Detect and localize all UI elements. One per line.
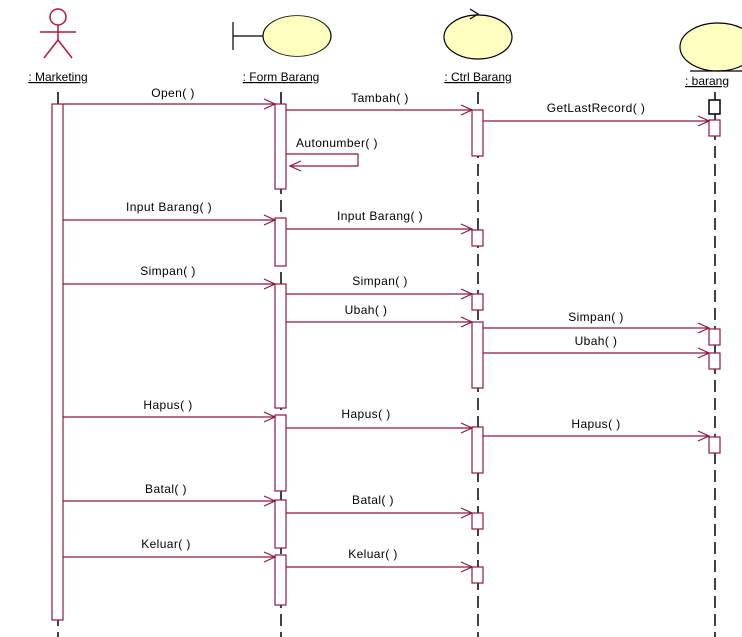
- message-label: Batal( ): [145, 482, 187, 496]
- arrowhead: [697, 430, 711, 442]
- activation-box: [274, 414, 287, 492]
- message-label: Ubah( ): [345, 303, 388, 317]
- message-label: Tambah( ): [351, 91, 409, 105]
- object-label-barang: : barang: [685, 74, 729, 88]
- message-label: Input Barang( ): [337, 209, 423, 223]
- boundary-icon: [232, 15, 332, 57]
- activation-box: [274, 554, 287, 606]
- arrowhead: [288, 160, 302, 172]
- message-label: Ubah( ): [575, 334, 618, 348]
- arrowhead: [263, 214, 277, 226]
- message-label: Input Barang( ): [126, 200, 212, 214]
- activation-box: [471, 229, 484, 247]
- self-message-arrow: [286, 153, 359, 167]
- activation-box: [471, 566, 484, 584]
- message-label: Keluar( ): [348, 547, 398, 561]
- object-label-ctrl-barang: : Ctrl Barang: [444, 70, 511, 84]
- message-label: Hapus( ): [143, 398, 192, 412]
- message-label: Simpan( ): [140, 264, 196, 278]
- message-label: GetLastRecord( ): [547, 101, 645, 115]
- activation-box: [708, 328, 721, 346]
- arrowhead: [697, 322, 711, 334]
- arrowhead: [460, 288, 474, 300]
- activation-box: [51, 103, 64, 621]
- arrowhead: [460, 316, 474, 328]
- activation-box: [708, 119, 721, 137]
- arrowhead: [263, 411, 277, 423]
- activation-box: [471, 426, 484, 474]
- activation-box: [471, 293, 484, 311]
- arrowhead: [263, 495, 277, 507]
- activation-box: [274, 217, 287, 267]
- activation-box: [708, 352, 721, 370]
- message-label: Open( ): [151, 86, 194, 100]
- arrowhead: [460, 104, 474, 116]
- activation-box: [471, 109, 484, 157]
- activation-box: [708, 99, 721, 115]
- arrowhead: [263, 278, 277, 290]
- arrowhead: [697, 347, 711, 359]
- control-icon: [443, 8, 513, 60]
- arrowhead: [460, 507, 474, 519]
- arrowhead: [263, 98, 277, 110]
- entity-icon: [679, 22, 742, 72]
- activation-box: [471, 321, 484, 389]
- arrowhead: [697, 115, 711, 127]
- message-label: Hapus( ): [571, 417, 620, 431]
- activation-box: [274, 499, 287, 549]
- object-label-marketing: : Marketing: [28, 70, 87, 84]
- activation-box: [274, 103, 287, 190]
- message-label: Simpan( ): [352, 274, 408, 288]
- message-label: Simpan( ): [568, 310, 624, 324]
- message-label: Hapus( ): [341, 407, 390, 421]
- arrowhead: [460, 223, 474, 235]
- message-label: Keluar( ): [141, 537, 191, 551]
- activation-box: [708, 436, 721, 454]
- arrowhead: [460, 561, 474, 573]
- arrowhead: [263, 551, 277, 563]
- actor-icon: [40, 8, 76, 59]
- message-label: Autonumber( ): [296, 136, 378, 150]
- activation-box: [471, 512, 484, 530]
- message-label: Batal( ): [352, 493, 394, 507]
- object-label-form-barang: : Form Barang: [243, 70, 320, 84]
- arrowhead: [460, 422, 474, 434]
- activation-box: [274, 283, 287, 409]
